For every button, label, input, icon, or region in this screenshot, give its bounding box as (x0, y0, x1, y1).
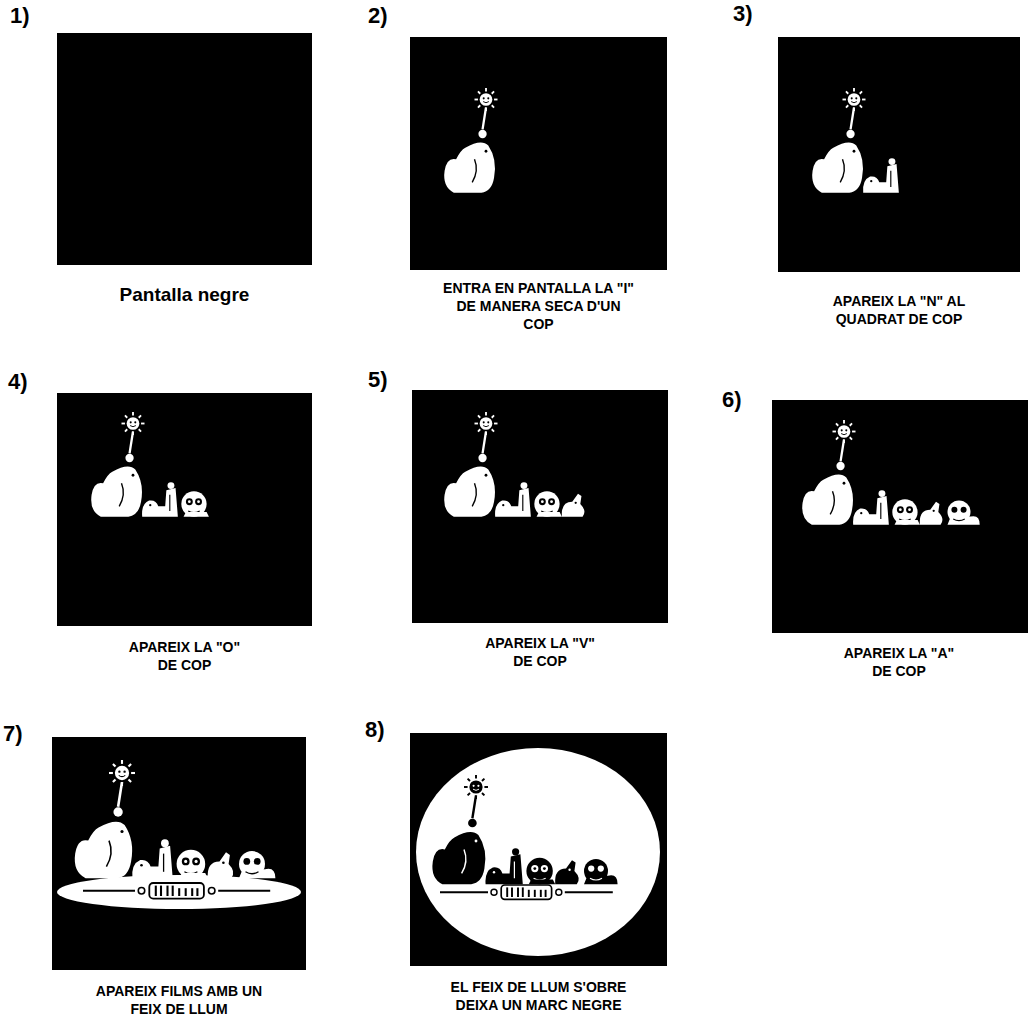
logo (432, 775, 617, 884)
panel-number: 8) (365, 718, 385, 742)
storyboard-panel: 1)Pantalla negre (57, 33, 312, 265)
storyboard-panel: 5)APAREIX LA "V" DE COP (412, 390, 668, 623)
panel-caption: APAREIX LA "V" DE COP (480, 634, 600, 670)
films-logo (440, 885, 613, 899)
black-screen (57, 393, 312, 626)
logo (802, 420, 979, 525)
storyboard-panel: 3)APAREIX LA "N" AL QUADRAT DE COP (778, 37, 1020, 272)
storyboard-panel: 7)APAREIX FILMS AMB UN FEIX DE LLUM (52, 737, 306, 970)
panel-caption: APAREIX LA "N" AL QUADRAT DE COP (814, 292, 984, 328)
black-screen (778, 37, 1020, 272)
films-logo (83, 883, 270, 899)
panel-caption: EL FEIX DE LLUM S'OBRE DEIXA UN MARC NEG… (439, 978, 639, 1014)
logo (812, 88, 899, 193)
panel-caption: APAREIX LA "A" DE COP (839, 644, 959, 680)
panel-number: 1) (10, 4, 30, 28)
light-beam (57, 875, 301, 909)
panel-number: 5) (368, 368, 388, 392)
logo (75, 760, 276, 878)
panel-number: 6) (722, 388, 742, 412)
storyboard-panel: 6)APAREIX LA "A" DE COP (772, 400, 1026, 633)
panel-caption: ENTRA EN PANTALLA LA "I" DE MANERA SECA … (441, 279, 636, 333)
black-screen (410, 733, 667, 966)
black-screen (52, 737, 306, 970)
panel-number: 7) (3, 722, 23, 746)
light-beam (416, 748, 660, 956)
black-screen (772, 400, 1028, 633)
logo (444, 412, 584, 517)
panel-caption: Pantalla negre (65, 283, 305, 307)
logo (91, 412, 209, 517)
black-screen (410, 37, 667, 270)
panel-number: 2) (368, 4, 388, 28)
panel-number: 4) (8, 370, 28, 394)
storyboard-panel: 2)ENTRA EN PANTALLA LA "I" DE MANERA SEC… (410, 37, 667, 270)
storyboard-panel: 8)EL FEIX DE LLUM S'OBRE DEIXA UN MARC N… (410, 733, 667, 966)
storyboard-panel: 4)APAREIX LA "O" DE COP (57, 393, 312, 626)
panel-caption: APAREIX LA "O" DE COP (125, 638, 245, 674)
panel-number: 3) (733, 2, 753, 26)
panel-caption: APAREIX FILMS AMB UN FEIX DE LLUM (79, 982, 279, 1018)
black-screen (412, 390, 668, 623)
black-screen (57, 33, 312, 265)
logo (444, 88, 497, 193)
